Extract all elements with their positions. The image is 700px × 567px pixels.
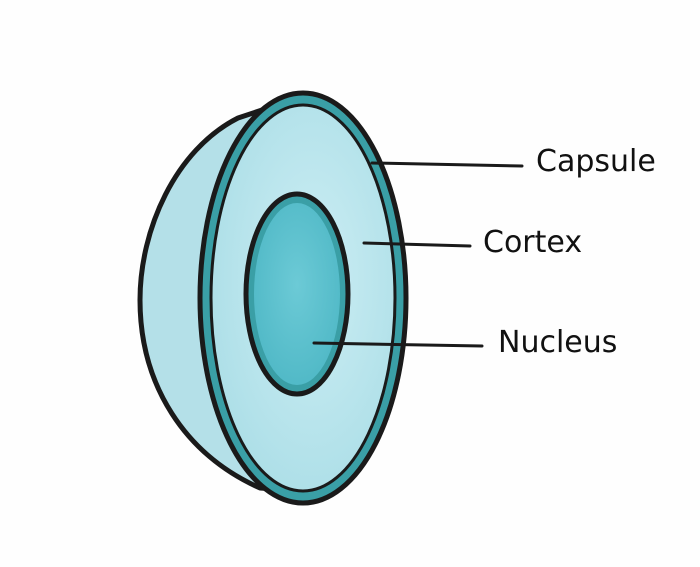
nucleus-core — [254, 203, 340, 385]
capsule-label: Capsule — [536, 144, 656, 179]
nucleus-label: Nucleus — [498, 325, 618, 360]
nucleus-leader-line — [312, 341, 484, 348]
cortex-leader-line — [362, 241, 472, 248]
cortex-label: Cortex — [483, 225, 583, 260]
capsule-leader-line — [370, 161, 524, 168]
